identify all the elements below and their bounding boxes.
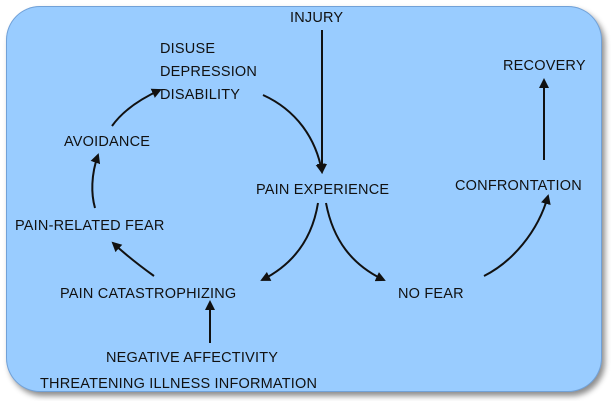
node-recovery: RECOVERY	[503, 58, 586, 74]
edge-disability-to-pain-experience	[262, 94, 326, 174]
node-depression: DEPRESSION	[160, 64, 257, 80]
edge-pain-related-fear-to-avoidance	[90, 153, 101, 209]
node-pain-experience: PAIN EXPERIENCE	[256, 182, 389, 198]
node-disability: DISABILITY	[160, 87, 240, 103]
diagram-frame	[6, 6, 602, 392]
edge-pain-experience-to-no-fear	[325, 202, 386, 282]
edge-no-fear-to-confrontation	[483, 194, 551, 277]
node-pain-catastrophizing: PAIN CATASTROPHIZING	[60, 286, 236, 302]
edge-pain-catastrophizing-to-pain-related-fear	[111, 241, 155, 277]
node-confrontation: CONFRONTATION	[455, 178, 582, 194]
node-avoidance: AVOIDANCE	[64, 134, 150, 150]
edge-pain-experience-to-pain-catastrophizing	[260, 202, 319, 281]
node-disuse: DISUSE	[160, 41, 215, 57]
node-no-fear: NO FEAR	[398, 286, 464, 302]
edge-avoidance-to-disability	[111, 88, 162, 127]
node-injury: INJURY	[290, 10, 343, 26]
node-negative-affectivity: NEGATIVE AFFECTIVITY	[106, 350, 278, 366]
node-threatening-illness-information: THREATENING ILLNESS INFORMATION	[40, 376, 317, 392]
node-pain-related-fear: PAIN-RELATED FEAR	[15, 218, 165, 234]
